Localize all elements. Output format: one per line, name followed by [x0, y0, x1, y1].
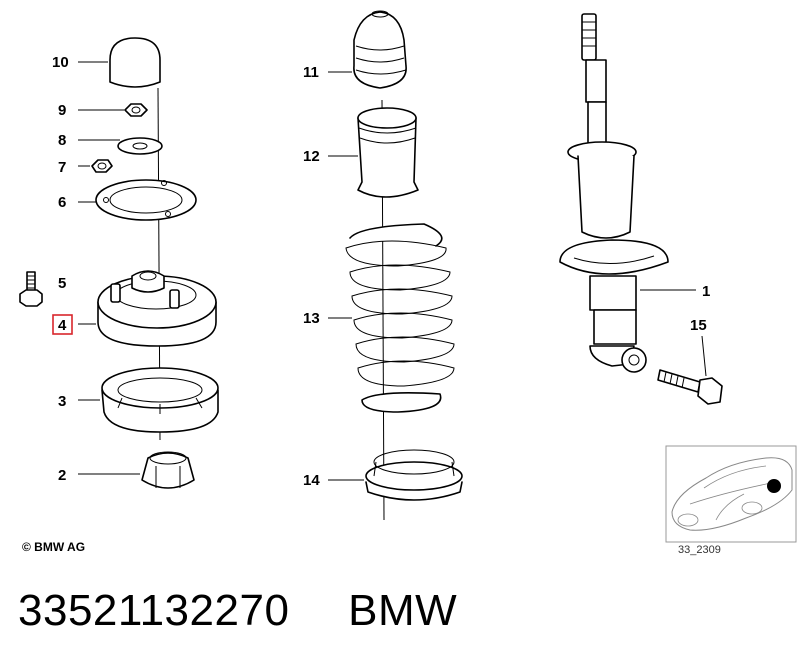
callout-10: 10	[52, 54, 69, 71]
part-8-washer[interactable]	[117, 137, 163, 155]
callout-11: 11	[303, 64, 319, 81]
callout-15: 15	[690, 317, 707, 334]
part-10-cap[interactable]	[109, 37, 161, 88]
part-6-plate[interactable]	[95, 179, 197, 221]
part-12-boot[interactable]	[357, 107, 419, 198]
part-14-seat[interactable]	[365, 449, 463, 501]
part-11-bump-stop[interactable]	[353, 10, 407, 89]
callout-8: 8	[58, 132, 66, 149]
location-marker	[767, 479, 781, 493]
part-15-bolt[interactable]	[657, 369, 723, 405]
copyright-text: © BMW AG	[22, 540, 86, 554]
callout-2: 2	[58, 467, 66, 484]
part-4-strut-mount[interactable]	[97, 270, 217, 347]
part-5-bolt[interactable]	[19, 271, 43, 307]
callout-13: 13	[303, 310, 320, 327]
diagram-reference: 33_2309	[678, 544, 721, 556]
left-assembly: 10 9 8 7 6 5 4 3 2	[19, 37, 219, 489]
callout-3: 3	[58, 393, 66, 410]
part-2-rubber-mount[interactable]	[141, 451, 195, 489]
callout-7: 7	[58, 159, 66, 176]
callout-14: 14	[303, 472, 320, 489]
car-outline	[671, 457, 793, 531]
highlight-box	[52, 314, 73, 335]
callout-1: 1	[702, 283, 710, 300]
part-7-nut[interactable]	[91, 159, 113, 173]
callout-5: 5	[58, 275, 66, 292]
car-locator-thumbnail	[665, 445, 797, 543]
callout-4[interactable]: 4	[58, 317, 67, 334]
part-3-ring[interactable]	[101, 367, 219, 433]
brand-name: BMW	[348, 586, 458, 635]
part-13-spring[interactable]	[345, 223, 455, 413]
part-9-nut[interactable]	[124, 103, 148, 117]
part-1-shock-absorber[interactable]	[559, 13, 669, 373]
right-assembly: 1 15	[559, 13, 723, 405]
part-number: 33521132270	[18, 586, 290, 635]
callout-6: 6	[58, 194, 66, 211]
callout-9: 9	[58, 102, 66, 119]
middle-assembly: 11 12 13 14	[303, 10, 463, 521]
callout-12: 12	[303, 148, 320, 165]
footer-caption: 33521132270 BMW	[18, 586, 457, 636]
